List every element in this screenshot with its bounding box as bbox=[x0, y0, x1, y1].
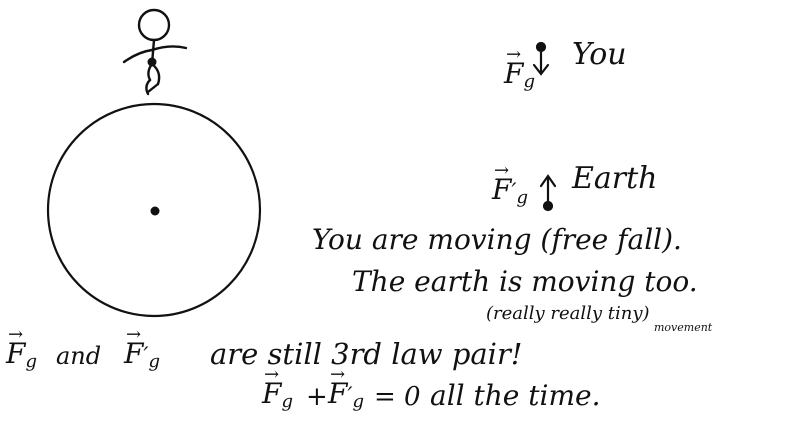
line5-force-1: →Fg bbox=[262, 364, 293, 413]
note-line-free-fall: You are moving (free fall). bbox=[312, 223, 682, 256]
line5-plus: + bbox=[306, 382, 328, 412]
force-you-symbol: →Fg bbox=[504, 44, 535, 93]
line4-force-1: →Fg bbox=[6, 324, 37, 373]
line4-and: and bbox=[56, 342, 102, 370]
force-earth-symbol: →F′g bbox=[492, 160, 528, 209]
earth-center-dot bbox=[150, 206, 160, 216]
note-line-tiny: (really really tiny) bbox=[486, 303, 650, 324]
line4-force-2: →F′g bbox=[124, 324, 160, 373]
note-line-all-the-time: all the time. bbox=[430, 379, 601, 412]
earth-circle bbox=[46, 102, 262, 318]
note-line-earth-moving: The earth is moving too. bbox=[352, 265, 698, 298]
note-line-third-law: are still 3rd law pair! bbox=[210, 337, 523, 371]
stick-figure bbox=[122, 8, 188, 96]
you-label: You bbox=[572, 37, 627, 72]
note-word-movement: movement bbox=[654, 321, 713, 334]
line5-equals-zero: = 0 bbox=[374, 382, 421, 412]
line5-force-2: →F′g bbox=[328, 364, 364, 413]
force-on-earth-arrow bbox=[539, 174, 557, 212]
force-on-you-arrow bbox=[532, 41, 550, 76]
earth-label: Earth bbox=[572, 161, 658, 196]
you-center-dot bbox=[147, 57, 157, 67]
